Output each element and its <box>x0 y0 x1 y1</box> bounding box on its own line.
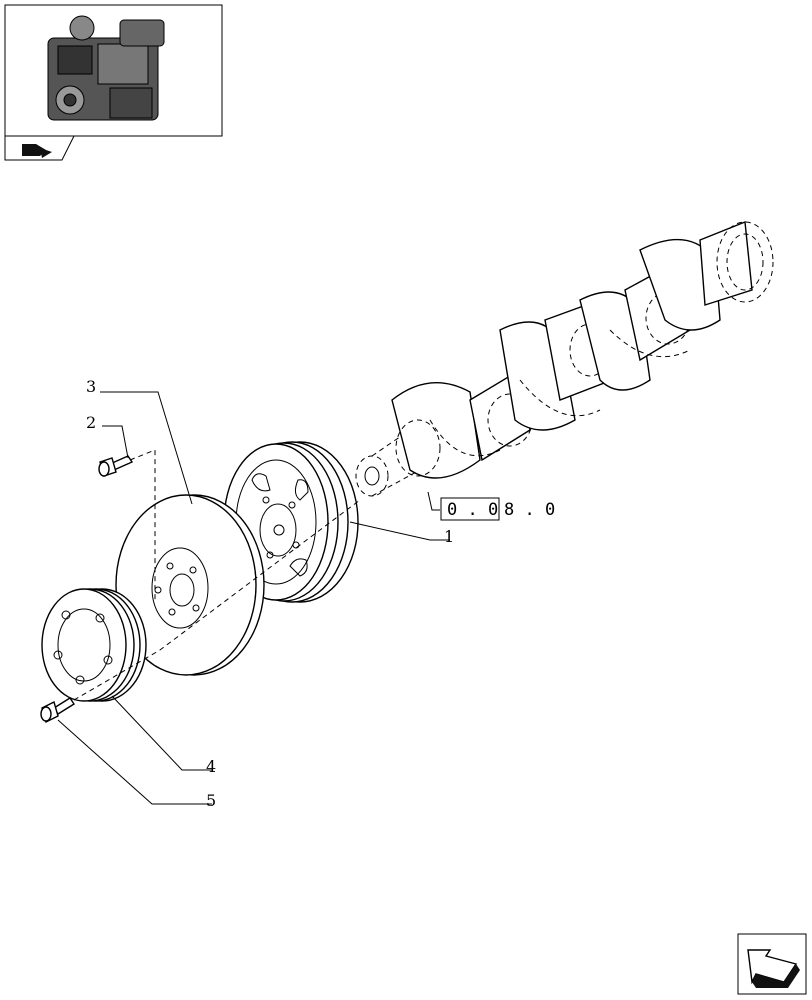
leader-4 <box>111 695 212 771</box>
reference-remaining-digits: 8 . 0 <box>504 500 555 520</box>
leader-2 <box>102 425 129 459</box>
part-4-small-pulley[interactable] <box>41 588 147 702</box>
reference-boxed-digits: 0 . 0 <box>447 500 498 520</box>
callout-4: 4 <box>206 757 216 776</box>
leader-1 <box>349 521 450 541</box>
engine-thumbnail-icon <box>47 15 165 121</box>
callout-2: 2 <box>86 413 96 432</box>
leader-ref <box>427 491 440 511</box>
part-1-pulley[interactable] <box>223 441 359 603</box>
part-3-damper[interactable] <box>115 494 265 676</box>
section-reference[interactable]: 0 . 0 8 . 0 <box>440 497 555 521</box>
crankshaft <box>355 221 774 497</box>
assembly-axis-lower <box>73 499 361 701</box>
arrow-next-icon <box>747 949 800 988</box>
leader-5 <box>57 719 212 805</box>
leader-3 <box>100 391 193 505</box>
callout-1: 1 <box>444 527 454 546</box>
callout-5: 5 <box>206 791 216 810</box>
callout-3: 3 <box>86 377 96 396</box>
assembly-axis-upper <box>129 449 156 600</box>
engine-thumbnail[interactable] <box>4 4 223 161</box>
next-page-button[interactable] <box>737 933 807 995</box>
tractor-badge-icon <box>22 144 52 158</box>
part-2-bolt[interactable] <box>98 455 134 477</box>
part-5-bolt[interactable] <box>40 697 75 724</box>
